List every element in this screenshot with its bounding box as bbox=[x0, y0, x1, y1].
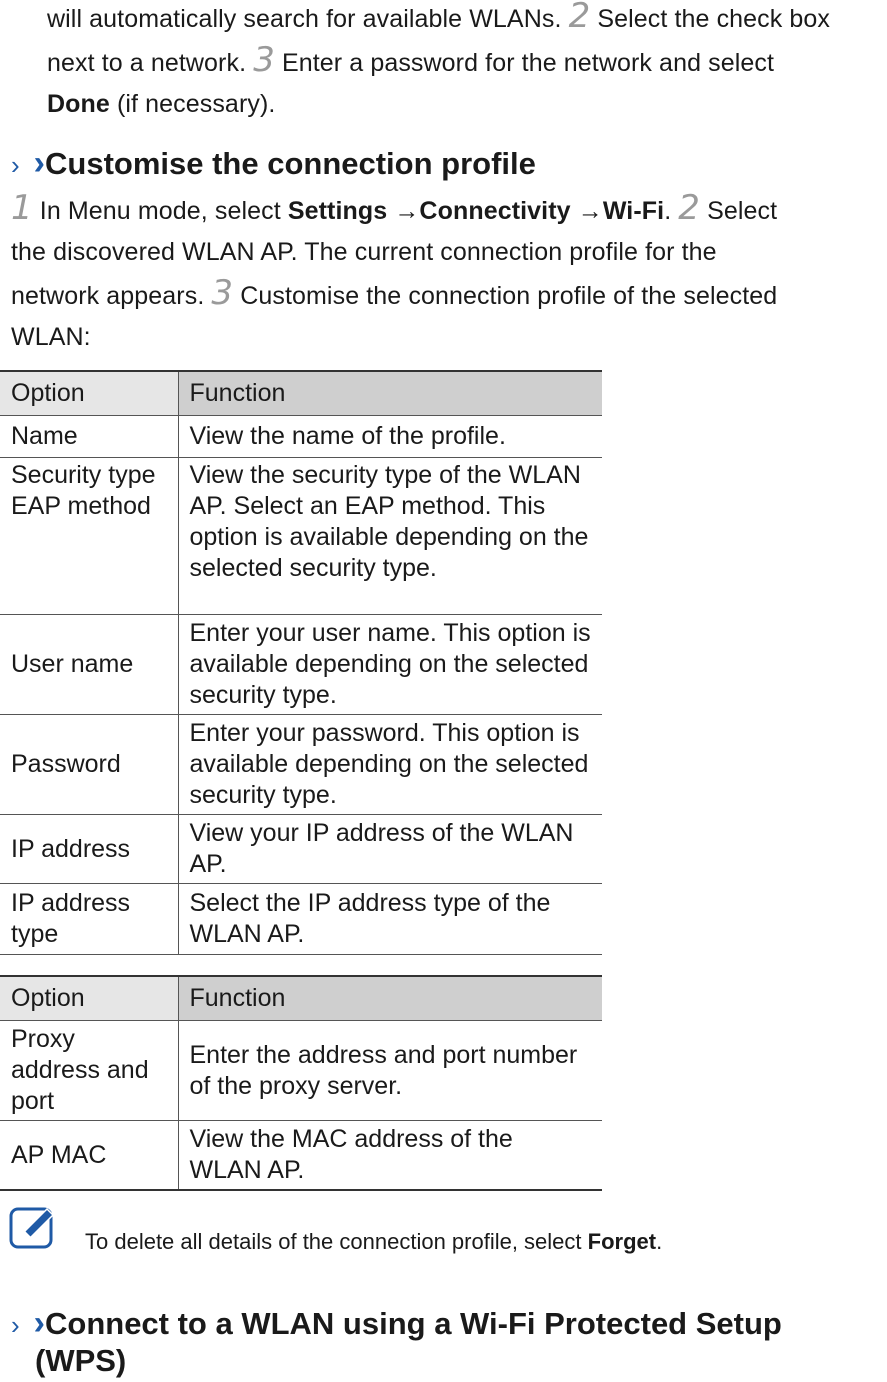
intro-text-1b: Select the check box bbox=[597, 5, 831, 33]
table-cell-option: IP address type bbox=[0, 883, 178, 955]
options-table-1: Option Function Name View the name of th… bbox=[0, 370, 602, 955]
table-cell-option: AP MAC bbox=[0, 1120, 178, 1191]
table-cell-function: Enter your password. This option is avai… bbox=[177, 714, 602, 815]
note-text-b: . bbox=[656, 1229, 663, 1254]
note-pencil-icon bbox=[9, 1205, 57, 1251]
table-cell-function: Enter the address and port number of the… bbox=[177, 1020, 602, 1121]
done-label: Done bbox=[47, 90, 110, 118]
section-title-cont: (WPS) bbox=[35, 1343, 127, 1378]
chevron-right-icon: › bbox=[11, 150, 20, 180]
step2-text-a: Select bbox=[707, 197, 778, 225]
step-number: 2 bbox=[568, 0, 591, 36]
step-number: 2 bbox=[678, 188, 701, 228]
menu-wifi: Wi-Fi bbox=[602, 197, 665, 225]
menu-connectivity: Connectivity bbox=[419, 197, 571, 225]
table-row: AP MAC View the MAC address of the WLAN … bbox=[0, 1120, 602, 1191]
table-row: Security type EAP method View the securi… bbox=[0, 457, 602, 615]
table-row: IP address View your IP address of the W… bbox=[0, 814, 602, 884]
table-cell-option: Security type EAP method bbox=[0, 457, 178, 615]
table-row: User name Enter your user name. This opt… bbox=[0, 614, 602, 715]
table-row: Proxy address and port Enter the address… bbox=[0, 1020, 602, 1121]
section-title: Customise the connection profile bbox=[45, 146, 536, 181]
steps-paragraph: 1 In Menu mode, select Settings →Connect… bbox=[11, 188, 881, 358]
note-text: To delete all details of the connection … bbox=[85, 1227, 662, 1257]
intro-text-2b: Enter a password for the network and sel… bbox=[281, 49, 775, 77]
table-cell-option: User name bbox=[0, 614, 178, 715]
step1-text: In Menu mode, select bbox=[39, 197, 281, 225]
section-heading-wps: ››Connect to a WLAN using a Wi-Fi Protec… bbox=[11, 1305, 782, 1379]
table-cell-function: View your IP address of the WLAN AP. bbox=[177, 814, 602, 884]
table-header-option: Option bbox=[0, 370, 178, 416]
table-cell-option: Name bbox=[0, 415, 178, 458]
table-cell-function: View the name of the profile. bbox=[177, 415, 602, 458]
arrow: → bbox=[394, 197, 420, 225]
intro-text-2: next to a network. bbox=[47, 49, 247, 77]
table-header-function: Function bbox=[177, 975, 602, 1021]
options-table-2: Option Function Proxy address and port E… bbox=[0, 975, 602, 1191]
table-cell-option: Proxy address and port bbox=[0, 1020, 178, 1121]
chevron-right-icon: › bbox=[33, 144, 45, 182]
chevron-right-icon: › bbox=[11, 1310, 20, 1340]
section-heading-customise: ››Customise the connection profile bbox=[11, 144, 536, 183]
table-cell-function: View the security type of the WLAN AP. S… bbox=[177, 457, 602, 615]
step2-text-b: the discovered WLAN AP. The current conn… bbox=[11, 238, 717, 266]
section-title: Connect to a WLAN using a Wi-Fi Protecte… bbox=[45, 1306, 782, 1341]
table-header-row: Option Function bbox=[0, 370, 602, 416]
intro-text-3b: (if necessary). bbox=[116, 90, 276, 118]
table-header-function: Function bbox=[177, 370, 602, 416]
table-header-row: Option Function bbox=[0, 975, 602, 1021]
table-cell-function: Enter your user name. This option is ava… bbox=[177, 614, 602, 715]
table-cell-option: IP address bbox=[0, 814, 178, 884]
note-text-a: To delete all details of the connection … bbox=[85, 1229, 582, 1254]
intro-text-1: will automatically search for available … bbox=[47, 5, 562, 33]
step2-text-c: network appears. bbox=[11, 282, 205, 310]
table-cell-function: View the MAC address of the WLAN AP. bbox=[177, 1120, 602, 1191]
table-cell-option: Password bbox=[0, 714, 178, 815]
table-row: IP address type Select the IP address ty… bbox=[0, 883, 602, 955]
step3-text-b: WLAN: bbox=[11, 323, 91, 351]
table-row: Password Enter your password. This optio… bbox=[0, 714, 602, 815]
table-row: Name View the name of the profile. bbox=[0, 415, 602, 458]
arrow: → bbox=[577, 197, 603, 225]
table-header-option: Option bbox=[0, 975, 178, 1021]
step-number: 3 bbox=[211, 273, 234, 313]
period: . bbox=[664, 197, 672, 225]
step3-text-a: Customise the connection profile of the … bbox=[240, 282, 778, 310]
forget-label: Forget bbox=[587, 1229, 657, 1254]
step-number: 3 bbox=[253, 40, 275, 80]
intro-paragraph: will automatically search for available … bbox=[47, 0, 887, 125]
chevron-right-icon: › bbox=[33, 1304, 45, 1342]
menu-settings: Settings bbox=[287, 197, 388, 225]
table-cell-function: Select the IP address type of the WLAN A… bbox=[177, 883, 602, 955]
step-number: 1 bbox=[11, 188, 33, 228]
